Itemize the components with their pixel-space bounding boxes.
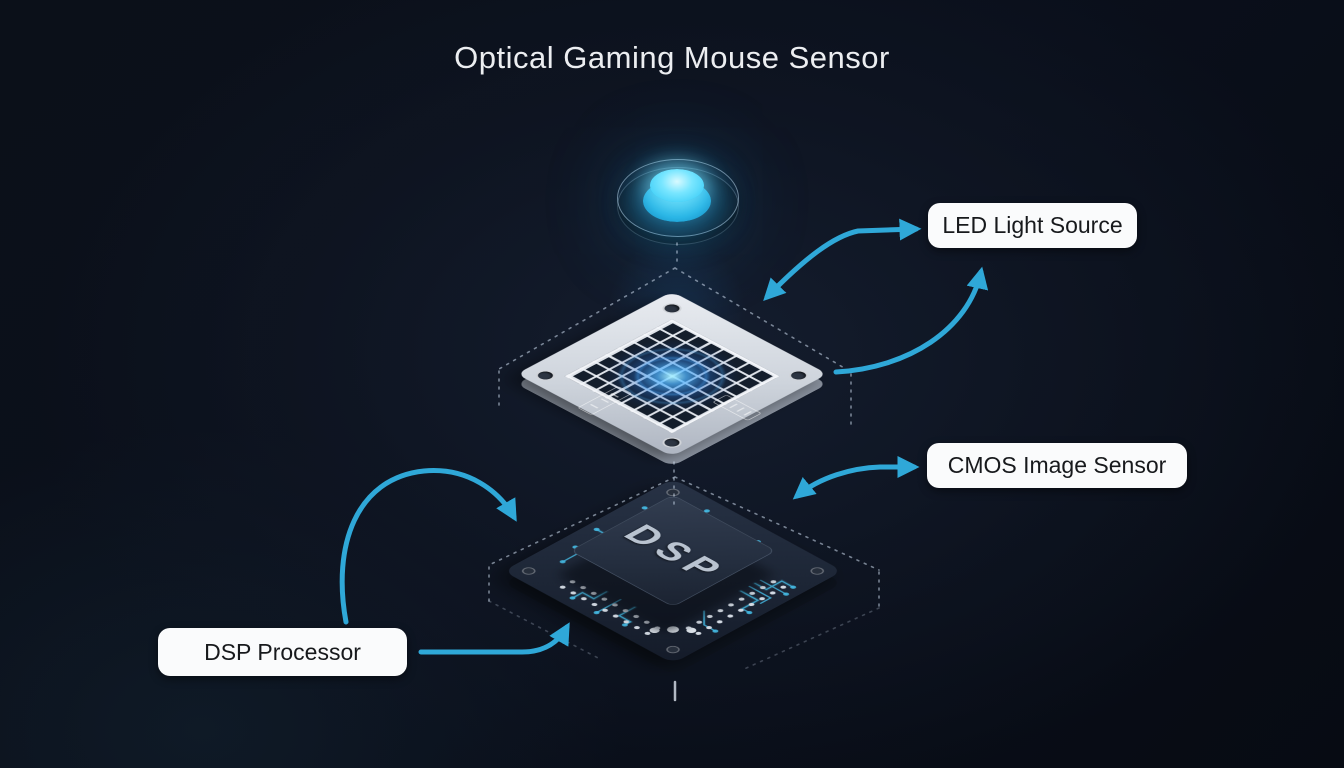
screw-hole	[785, 368, 813, 383]
dsp-pcb: DSP	[503, 478, 843, 664]
arrow-cmos-label	[792, 455, 920, 500]
arrow-led-label	[763, 218, 922, 301]
label-cmos-image-sensor: CMOS Image Sensor	[927, 443, 1187, 488]
led-glow-dome	[650, 169, 704, 202]
arrow-dsp-label-to-board	[418, 622, 570, 655]
label-dsp-processor: DSP Processor	[158, 628, 407, 676]
label-led-light-source: LED Light Source	[928, 203, 1137, 248]
screw-hole	[658, 301, 686, 316]
led-disc	[617, 159, 739, 237]
screw-hole	[531, 368, 559, 383]
label-cmos-text: CMOS Image Sensor	[947, 452, 1167, 478]
label-dsp-text: DSP Processor	[204, 638, 361, 665]
page-title: Optical Gaming Mouse Sensor	[454, 40, 890, 75]
screw-hole	[658, 435, 686, 450]
arrow-sensor-to-led-label	[833, 266, 989, 375]
arrow-arc-to-dsp	[339, 468, 517, 625]
cmos-plate	[516, 291, 828, 457]
dsp-chip-text: DSP	[614, 519, 738, 586]
label-led-text: LED Light Source	[942, 212, 1123, 238]
